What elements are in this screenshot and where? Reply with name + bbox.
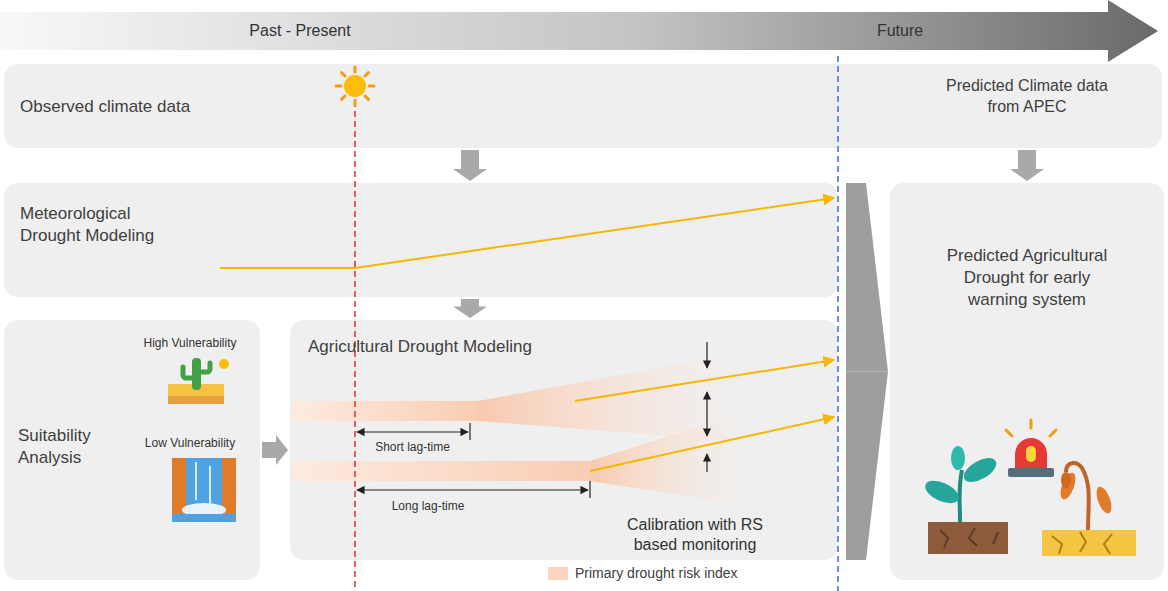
risk-band: [292, 401, 478, 421]
label-slot: High Vulnerability: [135, 336, 245, 351]
text-slot: Meteorological Drought Modeling: [20, 203, 155, 247]
arrow-outline: [0, 0, 1160, 62]
node-text: Meteorological Drought Modeling: [20, 203, 155, 247]
merge-arrow: [846, 372, 888, 561]
lag-label: Short lag-time: [355, 440, 470, 455]
label-slot: Calibration with RS based monitoring: [605, 515, 785, 555]
node-text: Agricultural Drought Modeling: [308, 336, 608, 358]
calibration-label: Calibration with RS based monitoring: [605, 515, 785, 555]
node-text: Suitability Analysis: [18, 425, 118, 469]
block-arrow: [1010, 150, 1044, 181]
risk-band: [292, 461, 590, 481]
vulnerability-label: High Vulnerability: [135, 336, 245, 351]
block-arrow: [262, 435, 288, 465]
legend-text: Primary drought risk index: [575, 565, 805, 582]
legend-swatch: [548, 567, 568, 580]
timeline-label: Past - Present: [200, 21, 400, 42]
label-slot: Short lag-time: [355, 440, 470, 455]
node-text: Predicted Climate data from APEC: [942, 76, 1112, 118]
merge-arrow: [846, 183, 888, 372]
future-line: [837, 56, 839, 591]
legend-slot: Primary drought risk index: [575, 565, 805, 582]
text-slot: Future: [840, 21, 960, 42]
text-slot: Predicted Climate data from APEC: [942, 76, 1112, 118]
waterfall-icon: [172, 458, 236, 522]
node-text: Observed climate data: [20, 96, 270, 118]
node-text: Predicted Agricultural Drought for early…: [944, 245, 1110, 311]
block-arrow: [453, 299, 487, 318]
sun-icon: [336, 67, 374, 105]
vulnerability-label: Low Vulnerability: [135, 436, 245, 451]
model-panel: Meteorological Drought Modeling: [4, 183, 838, 297]
lag-label: Long lag-time: [358, 499, 498, 514]
arrow-shape: [0, 0, 1158, 62]
panel-fill: [890, 183, 1164, 580]
block-arrow: [453, 150, 487, 181]
text-slot: Predicted Agricultural Drought for early…: [944, 245, 1110, 311]
timeline-arrow: Past - Present Future: [0, 0, 1160, 62]
text-slot: Past - Present: [200, 21, 400, 42]
timeline-label: Future: [840, 21, 960, 42]
text-slot: Agricultural Drought Modeling: [308, 336, 608, 358]
text-slot: Observed climate data: [20, 96, 270, 118]
label-slot: Low Vulnerability: [135, 436, 245, 451]
climate-data-band: Observed climate data Predicted Climate d…: [4, 64, 1162, 148]
calibration-arrows: [706, 342, 707, 472]
text-slot: Suitability Analysis: [18, 425, 118, 469]
output-panel: Predicted Agricultural Drought for early…: [890, 183, 1164, 580]
label-slot: Long lag-time: [358, 499, 498, 514]
